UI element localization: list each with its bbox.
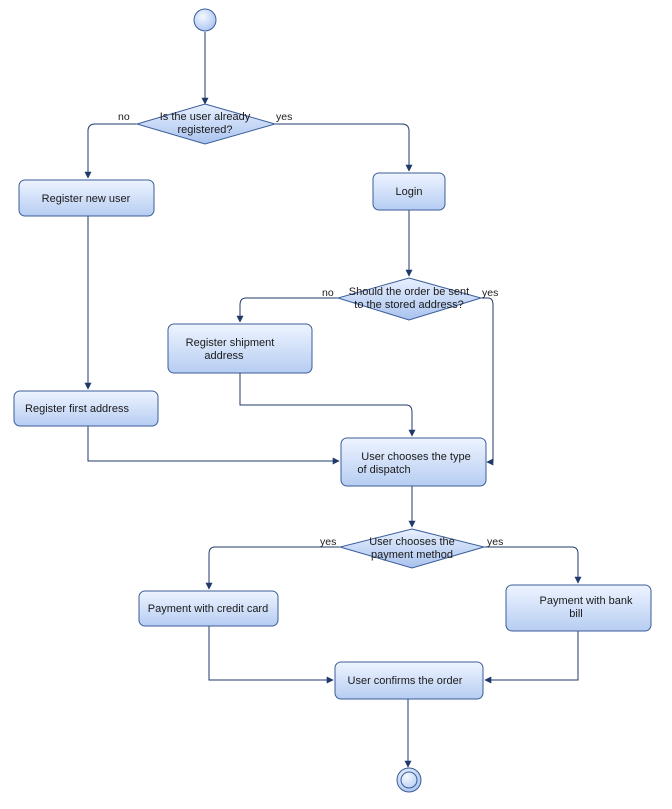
action-register-new-user-label: Register new user xyxy=(42,193,131,205)
action-payment-bank-bill: Payment with bank bill xyxy=(505,584,652,632)
edge-label-q1-no: no xyxy=(118,111,130,123)
action-register-first-address: Register first address xyxy=(13,390,159,427)
action-register-shipment-line1: Register shipment xyxy=(186,337,275,349)
action-register-new-user: Register new user xyxy=(18,179,155,217)
decision-user-registered: Is the user already registered? xyxy=(135,103,277,145)
decision-stored-address: Should the order be sent to the stored a… xyxy=(336,277,483,321)
action-payment-bank-bill-line2: bill xyxy=(569,608,582,620)
edge-q-stored-no xyxy=(236,297,338,323)
edge-label-q3-right: yes xyxy=(487,536,503,548)
edge-label-q3-left: yes xyxy=(320,536,336,548)
edge-shipment-to-dispatch xyxy=(239,373,416,437)
action-choose-dispatch: User chooses the type of dispatch xyxy=(340,437,487,487)
edge-q-payment-right xyxy=(484,546,582,584)
edge-label-q2-no: no xyxy=(322,287,334,299)
decision-payment-line2: payment method xyxy=(371,549,453,561)
action-register-first-address-label: Register first address xyxy=(25,403,129,415)
action-confirm-order: User confirms the order xyxy=(334,661,484,700)
edge-bank-bill-to-confirm xyxy=(484,631,579,684)
edge-credit-card-to-confirm xyxy=(208,626,334,684)
action-login: Login xyxy=(372,172,446,211)
action-payment-credit-card-label: Payment with credit card xyxy=(148,603,268,615)
edge-q-payment-left xyxy=(205,546,340,590)
edge-first-address-to-dispatch xyxy=(87,426,340,465)
action-confirm-order-label: User confirms the order xyxy=(348,675,463,687)
action-payment-bank-bill-line1: Payment with bank xyxy=(540,595,633,607)
edge-q-registered-no xyxy=(84,123,137,179)
action-register-shipment-line2: address xyxy=(204,350,244,362)
decision-user-registered-line2: registered? xyxy=(177,124,232,136)
action-login-label: Login xyxy=(396,186,423,198)
edge-label-q1-yes: yes xyxy=(276,111,292,123)
decision-payment-method: User chooses the payment method xyxy=(338,528,486,569)
action-choose-dispatch-line2: of dispatch xyxy=(357,464,410,476)
edges xyxy=(84,32,582,768)
decision-payment-line1: User chooses the xyxy=(369,536,455,548)
end-node-inner-ring xyxy=(400,771,418,789)
decision-user-registered-line1: Is the user already xyxy=(160,111,251,123)
action-payment-credit-card: Payment with credit card xyxy=(138,590,279,627)
edge-label-q2-yes: yes xyxy=(482,287,498,299)
action-choose-dispatch-line1: User chooses the type xyxy=(361,451,470,463)
edge-q-registered-yes xyxy=(275,123,413,172)
action-register-shipment-address: Register shipment address xyxy=(167,323,313,374)
decision-stored-address-line2: to the stored address? xyxy=(354,299,463,311)
decision-stored-address-line1: Should the order be sent xyxy=(349,286,469,298)
start-node xyxy=(193,8,217,32)
edge-q-stored-yes xyxy=(481,297,494,466)
